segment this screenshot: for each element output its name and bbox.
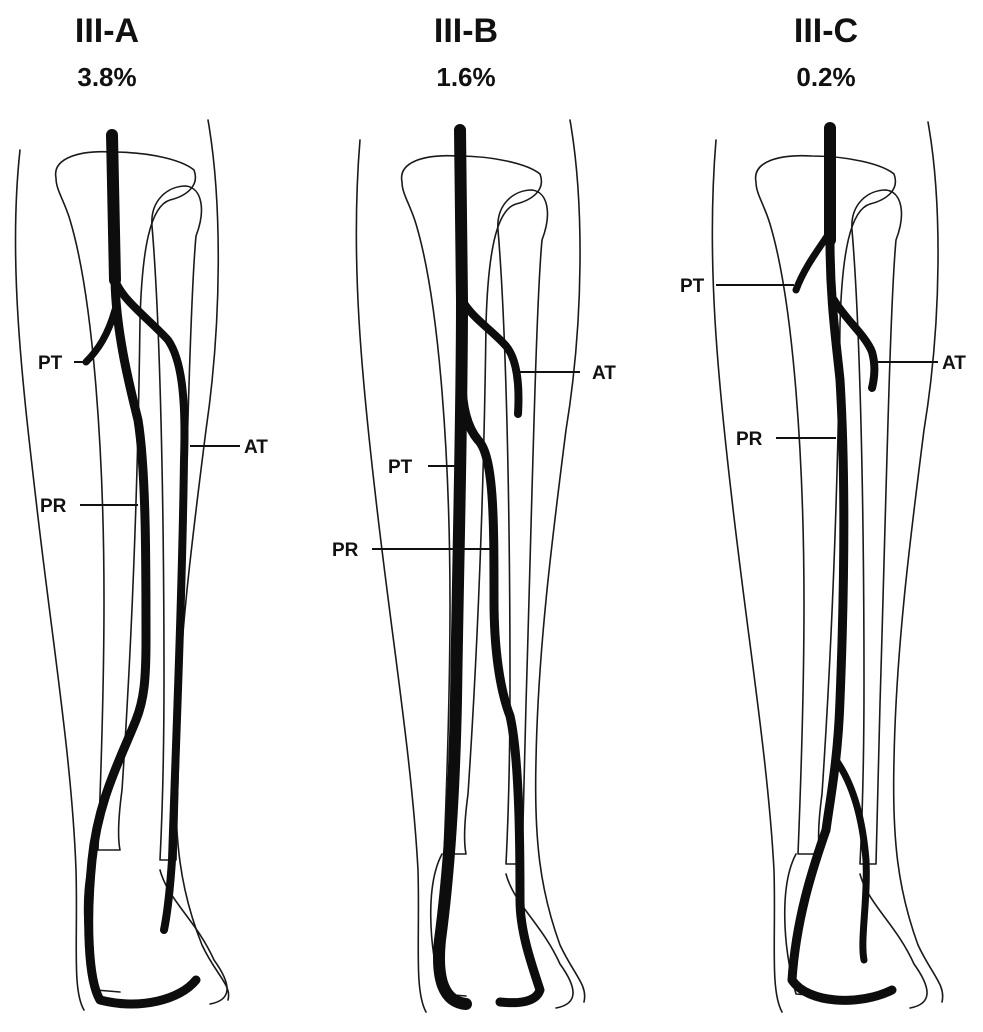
leader-pt: PT	[680, 276, 794, 297]
panel-III-A: III-A 3.8% PT AT PR	[15, 12, 268, 1010]
leg-outline	[356, 120, 584, 1012]
leader-pt: PT	[38, 353, 90, 374]
leader-at: AT	[520, 363, 616, 384]
label-at: AT	[942, 353, 966, 374]
label-pt: PT	[38, 353, 63, 374]
vessel-tree	[86, 135, 196, 1004]
label-at: AT	[592, 363, 616, 384]
leader-pr: PR	[332, 540, 490, 561]
vessel-tree	[792, 128, 892, 1000]
leader-at: AT	[190, 437, 268, 458]
label-pr: PR	[332, 540, 359, 561]
label-pr: PR	[736, 429, 763, 450]
label-pt: PT	[680, 276, 705, 297]
label-at: AT	[244, 437, 268, 458]
panel-percentage: 0.2%	[796, 62, 855, 92]
leg-outline	[15, 120, 228, 1010]
panel-title: III-C	[794, 12, 858, 50]
panel-title: III-B	[434, 12, 498, 50]
panel-III-C: III-C 0.2% PT AT PR	[680, 12, 966, 1012]
panel-title: III-A	[75, 12, 139, 50]
panel-percentage: 3.8%	[77, 62, 136, 92]
panel-percentage: 1.6%	[436, 62, 495, 92]
label-pr: PR	[40, 496, 67, 517]
label-pt: PT	[388, 457, 413, 478]
leader-pr: PR	[736, 429, 836, 450]
vessel-tree	[439, 130, 540, 1004]
panel-III-B: III-B 1.6% AT PT PR	[332, 12, 616, 1012]
leader-pr: PR	[40, 496, 138, 517]
